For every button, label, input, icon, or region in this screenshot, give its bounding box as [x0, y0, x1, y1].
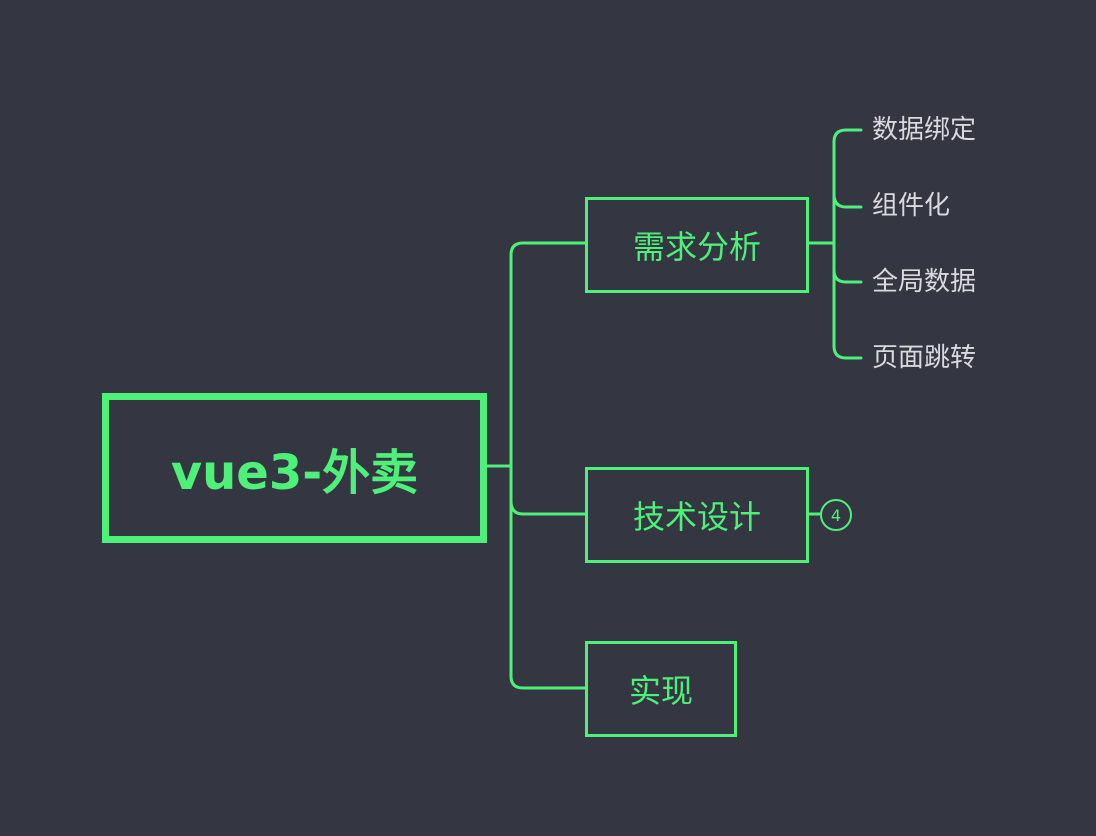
root-node[interactable]: vue3-外卖 [102, 393, 487, 543]
branch-node-tech-design[interactable]: 技术设计 [585, 467, 809, 563]
branch-label: 实现 [628, 672, 693, 710]
branch-node-implementation[interactable]: 实现 [585, 641, 737, 737]
connector-trunk [509, 241, 587, 690]
branch-label: 需求分析 [632, 228, 761, 266]
collapsed-count: 4 [830, 505, 842, 525]
branch-node-requirements[interactable]: 需求分析 [585, 197, 809, 293]
leaf-node-data-binding[interactable]: 数据绑定 [872, 115, 977, 145]
connector-leaf-2 [832, 192, 863, 209]
connector-leaf-bracket [832, 128, 863, 360]
connector-leaf-3 [832, 268, 863, 284]
branch-label: 技术设计 [632, 498, 761, 536]
leaf-node-global-data[interactable]: 全局数据 [872, 267, 977, 297]
root-label: vue3-外卖 [170, 445, 419, 501]
connector-branch-2 [509, 499, 587, 516]
leaf-node-page-navigation[interactable]: 页面跳转 [872, 343, 977, 373]
collapsed-count-badge[interactable]: 4 [820, 499, 852, 531]
leaf-node-components[interactable]: 组件化 [872, 191, 951, 221]
